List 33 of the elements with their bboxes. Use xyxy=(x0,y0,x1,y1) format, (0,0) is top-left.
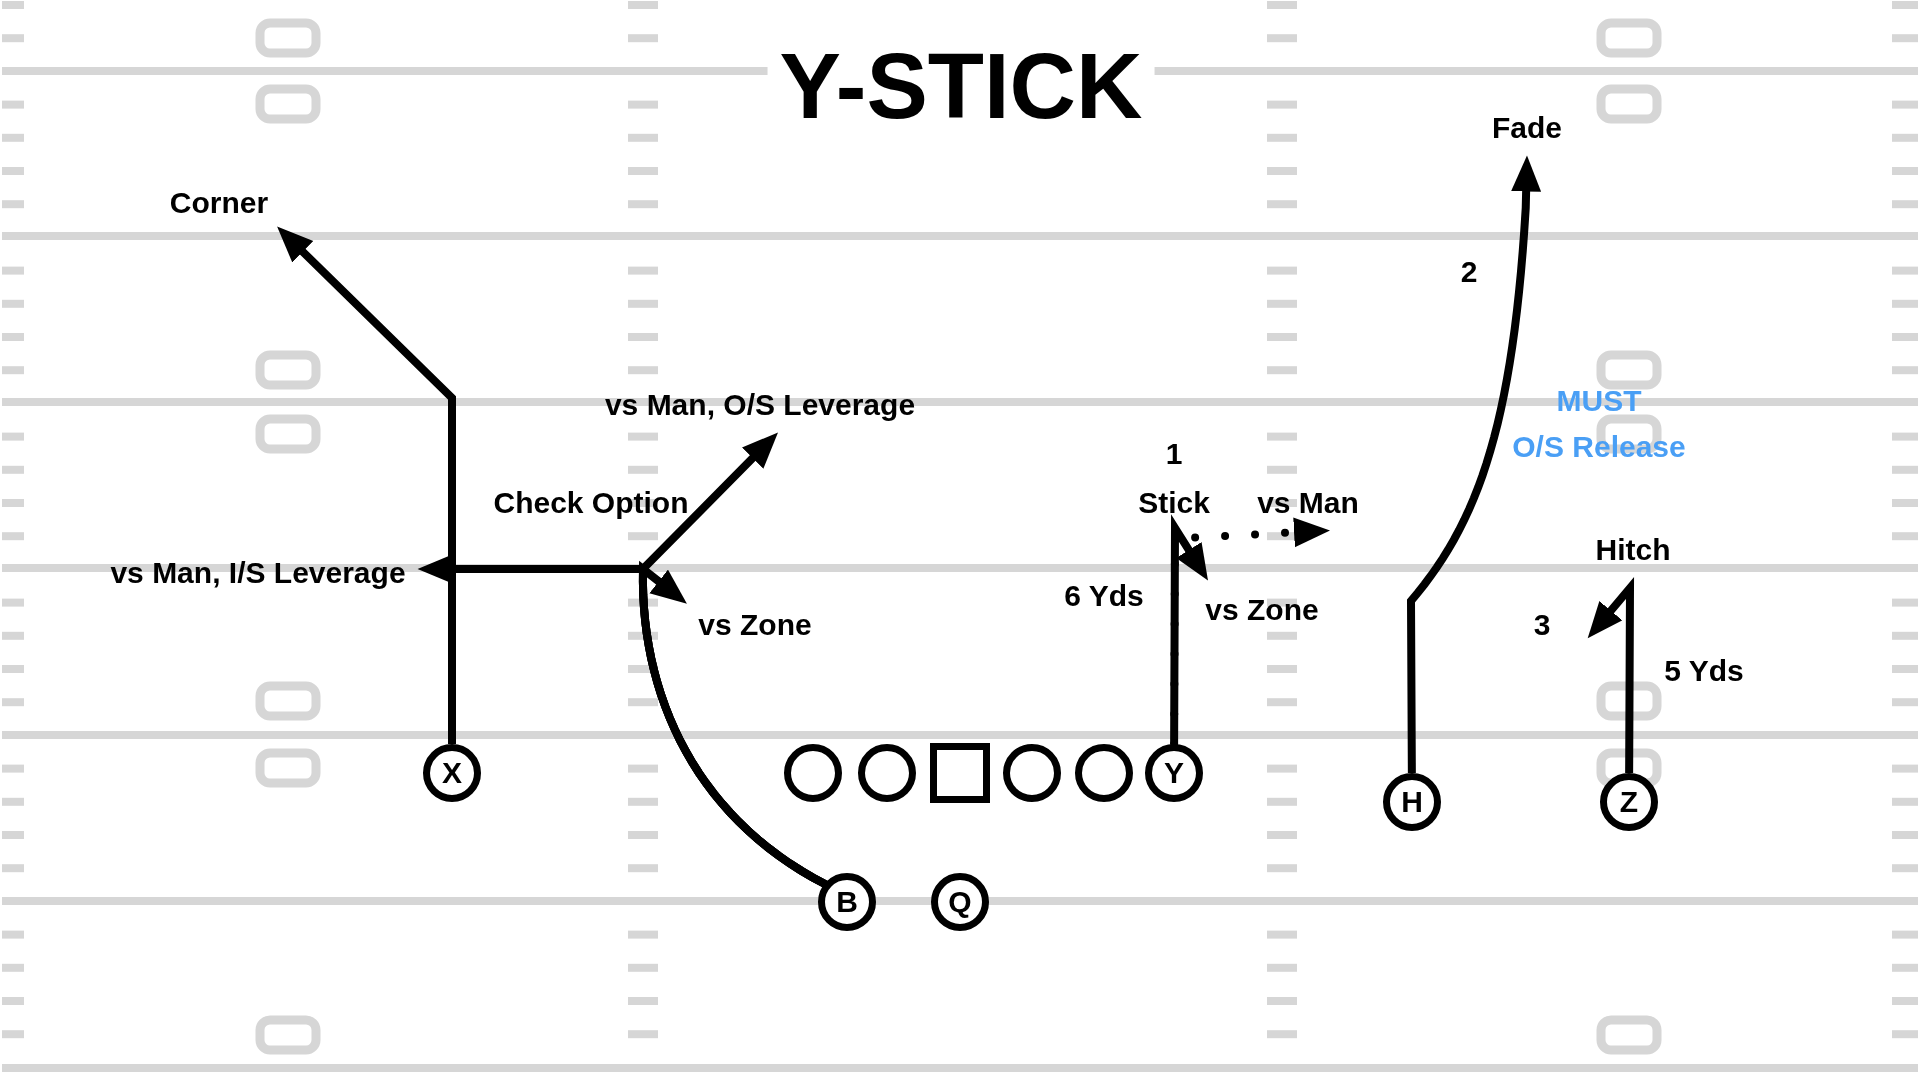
route-arrow xyxy=(638,560,829,888)
player-circle: Y xyxy=(1145,744,1203,802)
lineman-circle xyxy=(1003,744,1061,802)
player-circle: X xyxy=(423,744,481,802)
route-label: vs Man xyxy=(1257,485,1359,519)
route-arrow xyxy=(1170,514,1208,744)
read-number: 1 xyxy=(1165,436,1183,470)
depth-label: 5 Yds xyxy=(1664,653,1744,687)
coaching-note: MUST xyxy=(1556,383,1642,417)
read-number: 3 xyxy=(1533,607,1551,641)
player-circle: B xyxy=(818,873,876,931)
route-label: Fade xyxy=(1492,110,1562,144)
route-label: Corner xyxy=(169,185,269,219)
player-circle: H xyxy=(1383,773,1441,831)
lineman-circle xyxy=(1075,744,1133,802)
player-circle: Z xyxy=(1600,773,1658,831)
route-name: Hitch xyxy=(1595,532,1671,566)
center-square xyxy=(930,743,990,803)
route-label: vs Zone xyxy=(1205,592,1319,626)
route-arrow xyxy=(277,226,456,744)
read-number: 2 xyxy=(1460,254,1478,288)
option-label: Check Option xyxy=(493,485,689,519)
lineman-circle xyxy=(858,744,916,802)
depth-label: 6 Yds xyxy=(1064,578,1144,612)
route-arrow xyxy=(1407,155,1542,774)
coaching-note: O/S Release xyxy=(1512,429,1686,463)
lineman-circle xyxy=(784,744,842,802)
route-label: vs Man, I/S Leverage xyxy=(110,555,406,589)
route-name: Stick xyxy=(1138,485,1210,519)
route-label: vs Man, O/S Leverage xyxy=(604,387,916,421)
route-label: vs Zone xyxy=(698,607,812,641)
player-circle: Q xyxy=(931,873,989,931)
route-arrow xyxy=(1587,576,1635,773)
